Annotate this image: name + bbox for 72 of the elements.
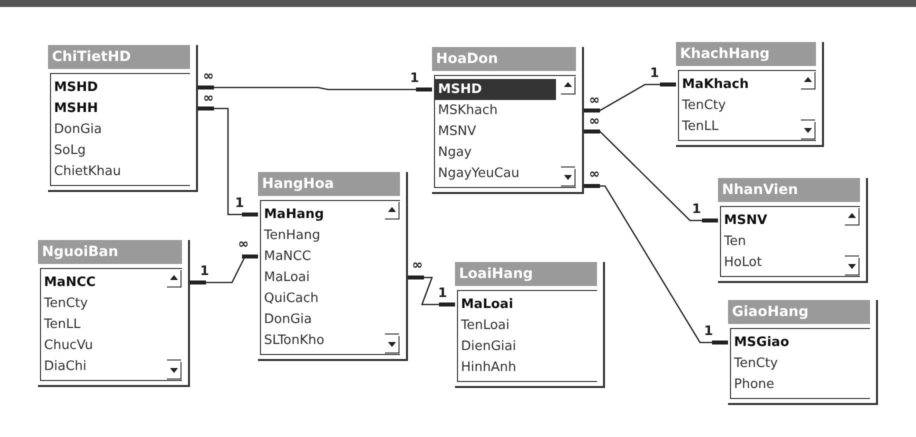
table-title: KhachHang: [676, 42, 816, 66]
table-title: ChiTietHD: [48, 45, 190, 69]
field-name: TenHang: [263, 227, 322, 245]
cardinality-label: ∞: [203, 92, 214, 106]
cardinality-label: 1: [650, 67, 660, 81]
cardinality-label: ∞: [589, 115, 600, 129]
cardinality-label: ∞: [203, 70, 214, 84]
cardinality-label: 1: [704, 325, 714, 339]
relationship-line: [584, 82, 676, 112]
field-name: TenCty: [733, 355, 779, 373]
field-name: Ngay: [437, 144, 473, 162]
field-name: MaLoai: [460, 296, 514, 314]
table-box: [38, 240, 190, 387]
cardinality-label: 1: [438, 287, 448, 301]
relationship-line: [190, 254, 258, 284]
field-name: MaHang: [263, 206, 325, 224]
table-title: HoaDon: [432, 47, 576, 71]
relationship-line: [198, 86, 432, 92]
field-name: DiaChi: [43, 358, 88, 376]
relationship-line: [584, 130, 718, 222]
table-box: [728, 300, 878, 405]
field-name: TenLL: [681, 118, 720, 136]
table-box: [258, 172, 408, 361]
field-name: MSKhach: [437, 102, 499, 120]
field-name: TenCty: [681, 97, 727, 115]
field-name: QuiCach: [263, 290, 320, 308]
cardinality-label: 1: [235, 197, 244, 211]
field-name: Phone: [733, 376, 776, 394]
field-name: MSNV: [723, 212, 768, 230]
field-name: MSGiao: [733, 334, 790, 352]
table-title: LoaiHang: [455, 262, 597, 286]
cardinality-label: ∞: [589, 94, 600, 108]
field-name: SoLg: [53, 142, 87, 160]
table-box: [718, 178, 868, 283]
field-name: TenCty: [43, 295, 89, 313]
cardinality-label: 1: [692, 203, 702, 217]
field-name: MSHH: [53, 100, 100, 118]
field-name: MaKhach: [681, 76, 750, 94]
cardinality-label: ∞: [238, 238, 249, 252]
field-name: MSHD: [53, 79, 99, 97]
field-name: HinhAnh: [460, 359, 518, 377]
field-name: DienGiai: [460, 338, 518, 356]
field-name: MaLoai: [263, 269, 311, 287]
field-name: MSNV: [437, 123, 478, 141]
cardinality-label: ∞: [412, 259, 423, 273]
relationship-line: [198, 106, 258, 216]
table-title: GiaoHang: [728, 300, 870, 324]
field-name: HoLot: [723, 254, 763, 272]
field-name: TenLoai: [460, 317, 511, 335]
table-box: [432, 47, 584, 194]
relationship-line: [408, 276, 455, 306]
table-box: [455, 262, 605, 388]
field-name: Ten: [723, 233, 747, 251]
field-name: SLTonKho: [263, 332, 326, 350]
cardinality-label: 1: [200, 265, 210, 279]
field-name: NgayYeuCau: [437, 165, 520, 183]
field-name: TenLL: [43, 316, 82, 334]
table-title: NhanVien: [718, 178, 860, 202]
table-box: [676, 42, 824, 147]
relationship-line: [584, 184, 728, 344]
field-name: DonGia: [53, 121, 103, 139]
field-name: MaNCC: [263, 248, 312, 266]
table-title: HangHoa: [258, 172, 400, 196]
field-name: MSHD: [435, 79, 556, 100]
table-box: [48, 45, 198, 192]
table-title: NguoiBan: [38, 240, 182, 264]
cardinality-label: 1: [410, 72, 420, 86]
cardinality-label: ∞: [589, 168, 600, 182]
field-name: ChucVu: [43, 337, 94, 355]
field-name: DonGia: [263, 311, 313, 329]
field-name: MaNCC: [43, 274, 97, 292]
field-name: ChietKhau: [53, 163, 122, 181]
